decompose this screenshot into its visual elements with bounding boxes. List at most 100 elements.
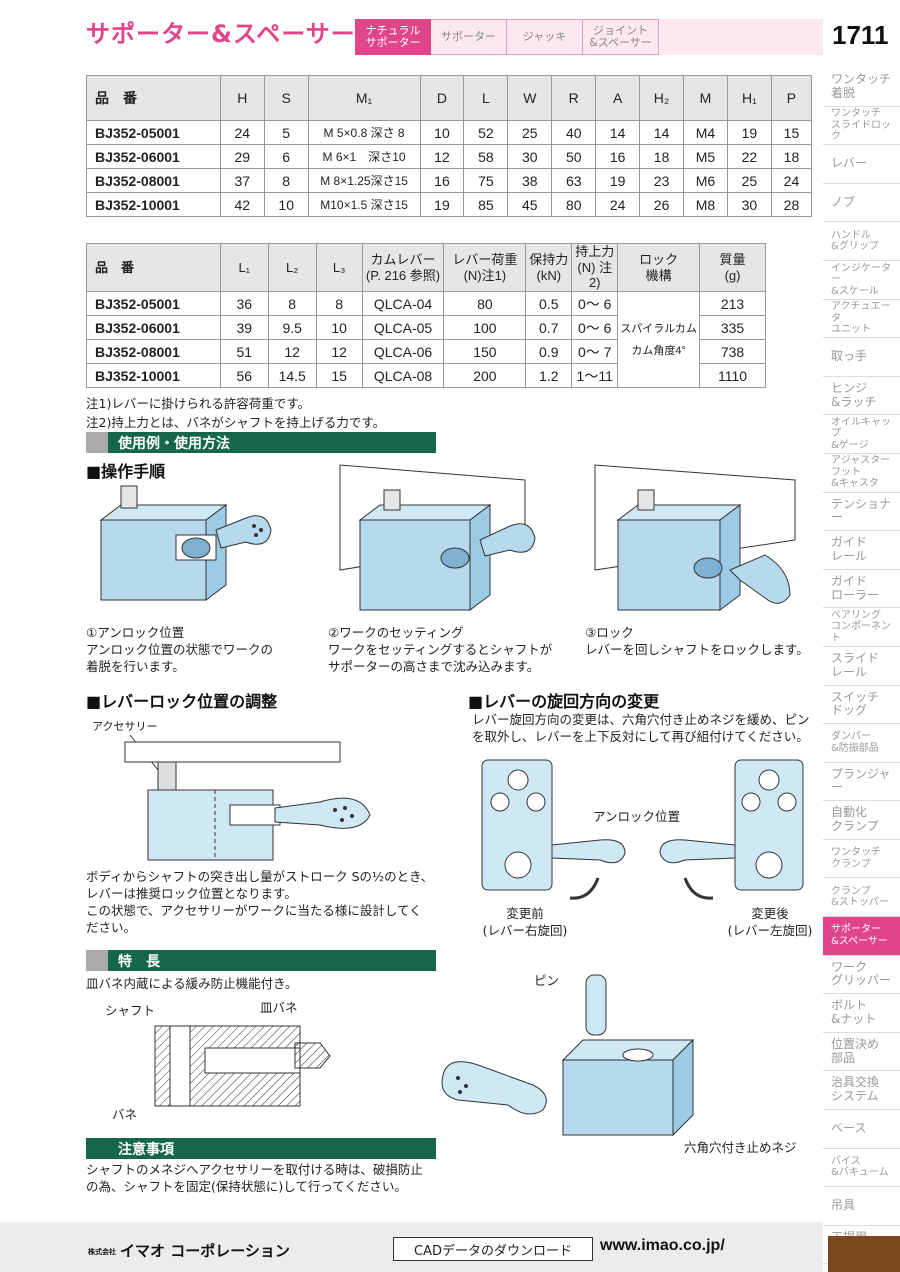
sidenav-item[interactable]: ガイド ローラー — [823, 570, 900, 609]
table-cell: 1110 — [699, 363, 766, 388]
table-cell: 51 — [219, 339, 269, 364]
table-cell: M 5×0.8 深さ 8 — [307, 120, 421, 145]
table-cell: M6 — [683, 168, 728, 193]
table-cell: 12 — [315, 339, 363, 364]
sidenav-item[interactable]: クランプ &ストッパー — [823, 878, 900, 918]
sidenav-item[interactable]: インジケーター &スケール — [823, 261, 900, 300]
sidenav-item[interactable]: スイッチ ドッグ — [823, 686, 900, 725]
column-header: 品 番 — [86, 243, 221, 292]
sidenav-item[interactable]: アジャスター フット &キャスタ — [823, 454, 900, 493]
sidenav-item[interactable]: スライド レール — [823, 647, 900, 686]
caution-text: シャフトのメネジへアクセサリーを取付ける時は、破損防止 の為、シャフトを固定(保… — [86, 1162, 423, 1194]
table-cell: 85 — [463, 192, 509, 217]
page-number: 1711 — [832, 20, 889, 50]
accessory-label: アクセサリー — [92, 720, 158, 733]
sidenav-item[interactable]: ヒンジ &ラッチ — [823, 377, 900, 416]
step3-illustration — [594, 464, 796, 611]
column-header: 保持力 (kN) — [525, 243, 573, 292]
table-cell: 8 — [263, 168, 309, 193]
table-cell: QLCA-08 — [361, 363, 445, 388]
sidenav-item[interactable]: ワンタッチ スライドロック — [823, 107, 900, 146]
sidenav-item[interactable]: ノブ — [823, 184, 900, 223]
sidenav-item[interactable]: ダンパー &防振部品 — [823, 724, 900, 763]
table-cell: 80 — [551, 192, 597, 217]
sidenav-item[interactable]: ベアリング コンポーネント — [823, 608, 900, 647]
step1-text: ①アンロック位置アンロック位置の状態でワークの 着脱を行います。 — [86, 625, 316, 676]
sidenav-item[interactable]: 位置決め 部品 — [823, 1033, 900, 1072]
website-link[interactable]: www.imao.co.jp/ — [600, 1237, 725, 1254]
tab-natural-supporter[interactable]: ナチュラル サポーター — [355, 19, 431, 55]
sidenav-item[interactable]: ワーク グリッパー — [823, 956, 900, 995]
table-cell: QLCA-06 — [361, 339, 445, 364]
tab-joint-spacer[interactable]: ジョイント &スペーサー — [583, 19, 659, 55]
step1-illustration — [99, 485, 272, 601]
note-1: 注1)レバーに掛けられる許容荷重です。 — [86, 396, 311, 411]
table-cell: 38 — [507, 168, 553, 193]
table-cell: 23 — [639, 168, 685, 193]
hex-screw-label: 六角穴付き止めネジ — [684, 1140, 797, 1155]
table-cell: QLCA-05 — [361, 315, 445, 340]
lever-lock-diagram — [124, 734, 371, 861]
step2-title: ②ワークのセッティング — [328, 625, 464, 640]
column-header: L₂ — [267, 243, 317, 292]
sidenav-item[interactable]: ワンタッチ クランプ — [823, 840, 900, 879]
sidenav-item[interactable]: ボルト &ナット — [823, 994, 900, 1033]
step2-illustration — [339, 464, 536, 611]
table-cell: M4 — [683, 120, 728, 145]
rotation-diagram — [481, 759, 804, 900]
sidenav-item[interactable]: レバー — [823, 145, 900, 184]
sidenav-item[interactable]: オイルキャップ &ゲージ — [823, 415, 900, 454]
disc-spring-label: 皿バネ — [260, 1000, 298, 1015]
column-header: M₁ — [307, 75, 421, 121]
sidenav-item[interactable]: プランジャー — [823, 763, 900, 802]
table-cell: BJ352-10001 — [86, 363, 221, 388]
page-title: サポーター&スペーサー — [86, 20, 356, 48]
table-cell: M10×1.5 深さ15 — [307, 192, 421, 217]
table-cell: 100 — [443, 315, 527, 340]
sidenav-item[interactable]: バイス &バキューム — [823, 1149, 900, 1188]
sidenav-item[interactable]: サポーター &スペーサー — [823, 917, 900, 956]
column-header: D — [419, 75, 465, 121]
rotation-text: レバー旋回方向の変更は、六角穴付き止めネジを緩め、ピン を取外し、レバーを上下反… — [472, 712, 810, 744]
column-header: 質量 (g) — [699, 243, 766, 292]
step2-text: ②ワークのセッティングワークをセッティングするとシャフトが サポーターの高さまで… — [328, 625, 568, 676]
sidenav-item[interactable]: ワンタッチ 着脱 — [823, 68, 900, 107]
sidenav-item[interactable]: 自動化 クランプ — [823, 801, 900, 840]
table-cell: 16 — [419, 168, 465, 193]
features-section-bar: 特 長 — [86, 950, 436, 971]
table-cell: 39 — [219, 315, 269, 340]
table-cell: 29 — [219, 144, 265, 169]
table-cell: M 6×1 深さ10 — [307, 144, 421, 169]
column-header: A — [595, 75, 641, 121]
sidenav-item[interactable]: 治具交換 システム — [823, 1071, 900, 1111]
cad-download-link[interactable]: CADデータのダウンロード — [393, 1237, 593, 1261]
table-cell: 213 — [699, 291, 766, 316]
features-text: 皿バネ内蔵による緩み防止機能付き。 — [86, 976, 298, 991]
sidenav-item[interactable]: アクチュエータ ユニット — [823, 300, 900, 339]
sidenav-item[interactable]: 吊具 — [823, 1187, 900, 1226]
rotation-title: ■レバーの旋回方向の変更 — [468, 692, 660, 711]
shaft-label: シャフト — [105, 1003, 156, 1018]
sidenav-item[interactable]: 取っ手 — [823, 338, 900, 377]
tab-jack[interactable]: ジャッキ — [507, 19, 583, 55]
column-header: W — [507, 75, 553, 121]
caution-title: 注意事項 — [118, 1141, 174, 1158]
category-tabs: ナチュラル サポーター サポーター ジャッキ ジョイント &スペーサー — [355, 19, 659, 55]
table-cell: 75 — [463, 168, 509, 193]
sidenav-item[interactable]: テンショナー — [823, 493, 900, 532]
step3-body: レバーを回しシャフトをロックします。 — [585, 641, 809, 657]
table-cell: BJ352-06001 — [86, 144, 221, 169]
spring-label: バネ — [112, 1107, 138, 1122]
sidenav-item[interactable]: ベース — [823, 1110, 900, 1149]
sidenav-item[interactable]: ハンドル &グリップ — [823, 222, 900, 261]
table-cell: BJ352-08001 — [86, 339, 221, 364]
table-cell: 36 — [219, 291, 269, 316]
column-header: H — [219, 75, 265, 121]
tab-supporter[interactable]: サポーター — [431, 19, 507, 55]
sidenav-item[interactable]: ガイド レール — [823, 531, 900, 570]
table-cell: 15 — [315, 363, 363, 388]
